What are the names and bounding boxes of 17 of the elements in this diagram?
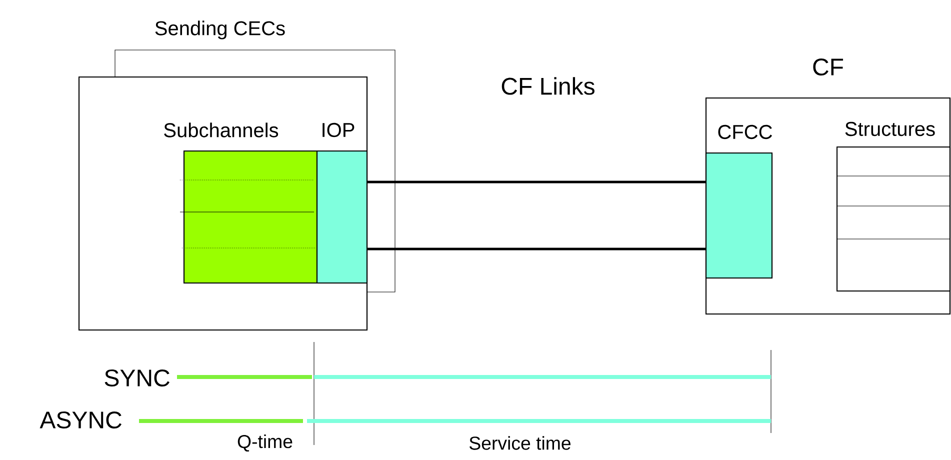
structures-table: Structures [836, 122, 951, 292]
node-label: Subchannels [164, 122, 278, 138]
iop-block: IOP [316, 122, 368, 284]
subchannels-block: Subchannels [164, 122, 318, 284]
node-label: CFCC [718, 124, 772, 140]
cfcc-block: CFCC [705, 124, 773, 279]
mode-label: ASYNC [40, 411, 122, 428]
mode-label: SYNC [104, 369, 170, 386]
node-label: IOP [322, 122, 354, 138]
link-label: CF Links [502, 77, 594, 95]
node-label: CF [813, 58, 844, 76]
node-label: Structures [845, 122, 935, 136]
link-line [368, 248, 706, 250]
link-line [368, 180, 706, 184]
time-label: Service time [470, 436, 570, 450]
time-label: Q-time [238, 434, 292, 452]
node-label: Sending CECs [155, 20, 285, 40]
